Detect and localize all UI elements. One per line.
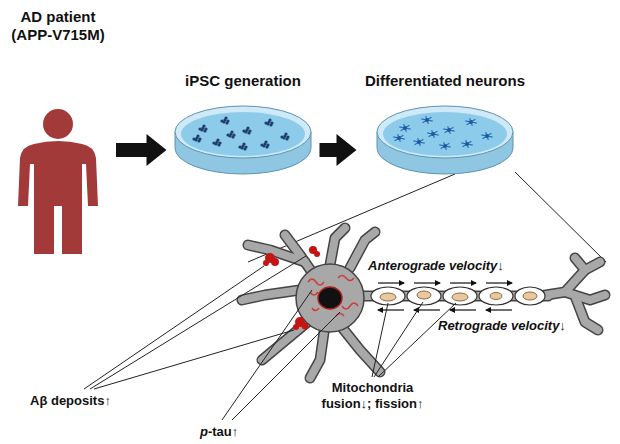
culture-medium	[181, 112, 305, 156]
patient-figure: AD patient (APP-V715M)	[4, 8, 112, 258]
person-head	[43, 109, 73, 139]
culture-dish: Differentiated neurons	[361, 72, 530, 182]
dish-rim	[377, 106, 513, 158]
step-heading: Differentiated neurons	[365, 72, 525, 90]
mitochondria-label: Mitochondria fusion↓; fission↑	[310, 380, 435, 411]
process-arrow	[320, 134, 357, 166]
dish-rim	[175, 106, 311, 158]
myelin-segments	[371, 287, 545, 305]
person-icon	[8, 106, 108, 256]
petri-dish	[375, 98, 515, 178]
transport-label: Retrograde velocity↓	[438, 318, 566, 334]
amyloid-label: Aβ deposits↑	[30, 393, 111, 409]
culture-dish: iPSC generation	[171, 72, 316, 182]
tau-label: p-tau↑	[200, 424, 238, 440]
leader-lines	[84, 256, 456, 420]
amyloid-deposits	[263, 246, 320, 330]
petri-dish	[173, 98, 313, 178]
mitochondria	[380, 291, 537, 301]
tau-tangles	[308, 276, 358, 317]
process-arrow	[116, 134, 167, 166]
culture-medium	[383, 112, 507, 156]
step-heading: iPSC generation	[185, 72, 301, 90]
step-heading: AD patient (APP-V715M)	[4, 8, 112, 44]
ipsc-colonies	[192, 116, 289, 150]
person-body	[18, 141, 98, 254]
transport-arrows	[378, 283, 512, 310]
transport-label: Anterograde velocity↓	[368, 258, 504, 274]
nucleus	[318, 287, 342, 309]
neuron-cells	[393, 116, 492, 150]
